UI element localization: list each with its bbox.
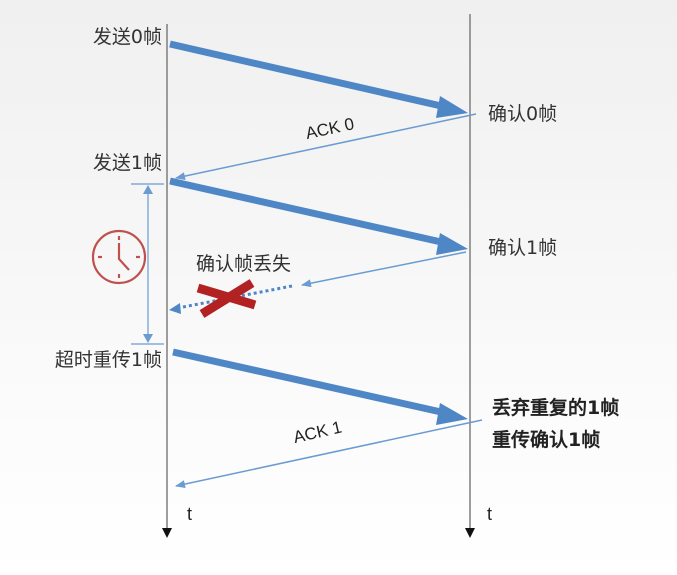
ack-1-arrow xyxy=(175,419,483,489)
timer-bracket-up-arrow-icon xyxy=(143,185,153,194)
data-frame-1-arrow xyxy=(169,177,451,248)
clock-icon xyxy=(91,229,147,285)
ack-0-arrow xyxy=(175,113,477,181)
lost-ack-arrow-solid xyxy=(301,251,467,288)
receiver-time-axis-label: t xyxy=(487,504,493,524)
sender-time-axis-label: t xyxy=(187,504,193,524)
receiver-axis-arrow-icon xyxy=(465,528,475,538)
receiver-event-ack-1: 确认1帧 xyxy=(488,237,558,259)
sender-event-send-0: 发送0帧 xyxy=(92,26,162,48)
receiver-event-discard-duplicate: 丢弃重复的1帧 xyxy=(492,397,620,419)
receiver-event-reack-1: 重传确认1帧 xyxy=(492,429,601,451)
timer-bracket-down-arrow-icon xyxy=(143,334,153,343)
sender-axis-arrow-icon xyxy=(162,528,172,538)
sender-event-send-1: 发送1帧 xyxy=(92,152,162,174)
data-frame-0-arrow xyxy=(169,40,451,112)
sender-event-retransmit-1: 超时重传1帧 xyxy=(54,349,162,371)
data-frame-1-arrowhead-icon xyxy=(436,233,468,255)
retransmit-frame-1-arrow xyxy=(172,348,451,418)
receiver-event-ack-0: 确认0帧 xyxy=(488,103,558,125)
lost-cross-icon xyxy=(196,279,257,318)
lost-ack-arrow-dotted xyxy=(177,284,293,310)
lost-ack-arrowhead-icon xyxy=(169,303,181,314)
data-frame-0-arrowhead-icon xyxy=(436,96,468,118)
ack-lost-label: 确认帧丢失 xyxy=(196,253,292,275)
retransmit-frame-1-arrowhead-icon xyxy=(436,403,468,425)
